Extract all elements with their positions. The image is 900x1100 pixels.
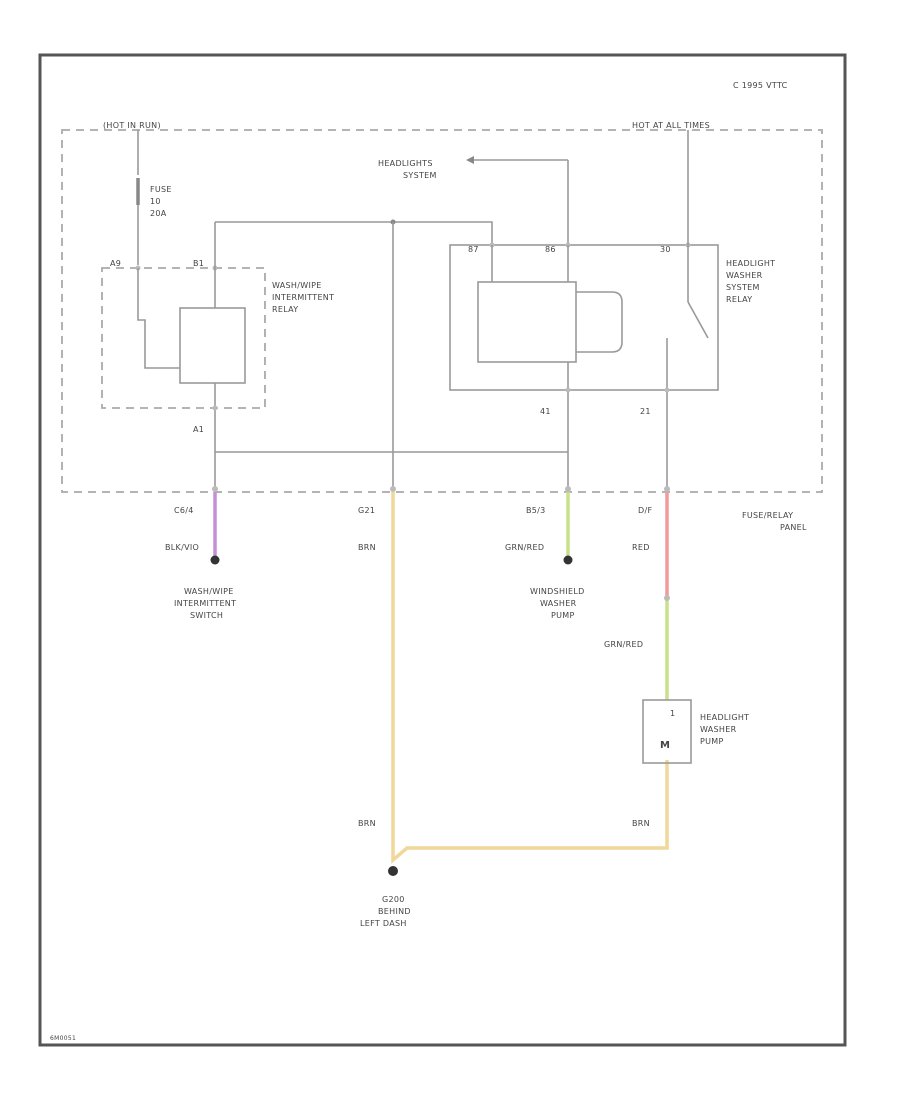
connector-label-c3: B5/3 xyxy=(526,506,546,515)
headlight-washer-pump-box xyxy=(642,699,692,764)
headlight-washer-relay-label-4: RELAY xyxy=(726,295,753,304)
headlight-washer-pump-label-1: HEADLIGHT xyxy=(700,713,749,722)
headlights-system-label-1: HEADLIGHTS xyxy=(378,159,433,168)
pin-label-21: 21 xyxy=(640,407,651,416)
top-bus-wire xyxy=(215,221,493,245)
wash-wipe-relay-coil xyxy=(179,307,246,384)
wash-wipe-switch-label-1: WASH/WIPE xyxy=(184,587,234,596)
pin-label-b1: B1 xyxy=(193,259,204,268)
pin-label-41: 41 xyxy=(540,407,551,416)
fuse-relay-panel-boundary xyxy=(61,129,823,493)
headlights-system-label-2: SYSTEM xyxy=(403,171,437,180)
wire-color-label-5: GRN/RED xyxy=(604,640,643,649)
connector-dot xyxy=(664,387,670,393)
wire-color-label-7: BRN xyxy=(632,819,650,828)
wash-wipe-relay-label-2: INTERMITTENT xyxy=(272,293,334,302)
wash-wipe-relay-boundary xyxy=(101,267,266,409)
fuse-label-number: 10 xyxy=(150,197,161,206)
wire-color-label-1: BLK/VIO xyxy=(165,543,199,552)
wash-wipe-switch-terminal xyxy=(210,555,220,565)
headlights-system-arrow xyxy=(466,156,474,164)
connector-dot xyxy=(212,486,218,492)
wire-brn-trunk xyxy=(391,492,669,864)
panel-label-2: PANEL xyxy=(780,523,807,532)
power-label-hot-in-run: (HOT IN RUN) xyxy=(103,121,161,130)
power-label-hot-at-all-times: HOT AT ALL TIMES xyxy=(632,121,710,130)
wash-wipe-switch-label-3: SWITCH xyxy=(190,611,223,620)
connector-label-c1: C6/4 xyxy=(174,506,194,515)
relay-switch-contact xyxy=(687,301,709,339)
connector-dot xyxy=(390,486,396,492)
ground-label-3: LEFT DASH xyxy=(360,919,407,928)
connector-dot xyxy=(664,486,670,492)
headlight-washer-pump-label-3: PUMP xyxy=(700,737,724,746)
diagram-frame xyxy=(38,53,847,1047)
windshield-washer-pump-label-1: WINDSHIELD xyxy=(530,587,585,596)
windshield-washer-pump-label-3: PUMP xyxy=(551,611,575,620)
pin-label-87: 87 xyxy=(468,245,479,254)
wash-wipe-relay-label-3: RELAY xyxy=(272,305,299,314)
wash-wipe-switch-label-2: INTERMITTENT xyxy=(174,599,236,608)
fuse-label-rating: 20A xyxy=(150,209,167,218)
headlight-washer-relay-core xyxy=(576,291,623,353)
copyright-label: C 1995 VTTC xyxy=(733,81,788,90)
headlight-washer-relay-coil xyxy=(477,281,577,363)
connector-label-c4: D/F xyxy=(638,506,652,515)
wire-color-label-2: BRN xyxy=(358,543,376,552)
fuse-label-name: FUSE xyxy=(150,185,172,194)
wash-wipe-relay-label-1: WASH/WIPE xyxy=(272,281,322,290)
ground-label-1: G200 xyxy=(382,895,405,904)
relay-internal-wire xyxy=(137,268,180,369)
connector-label-c2: G21 xyxy=(358,506,375,515)
headlight-washer-relay-label-2: WASHER xyxy=(726,271,763,280)
pin-label-a1: A1 xyxy=(193,425,204,434)
headlight-washer-pump-pin: 1 xyxy=(670,709,675,718)
windshield-washer-pump-terminal xyxy=(563,555,573,565)
connector-dot xyxy=(565,387,571,393)
pin-label-30: 30 xyxy=(660,245,671,254)
wire-color-label-3: GRN/RED xyxy=(505,543,544,552)
wire-color-label-6: BRN xyxy=(358,819,376,828)
headlight-washer-pump-motor-symbol: M xyxy=(660,740,670,751)
ground-label-2: BEHIND xyxy=(378,907,411,916)
headlight-washer-relay-label-1: HEADLIGHT xyxy=(726,259,775,268)
ground-point xyxy=(388,866,398,876)
windshield-washer-pump-label-2: WASHER xyxy=(540,599,577,608)
wire-color-label-4: RED xyxy=(632,543,650,552)
connector-dot xyxy=(212,405,218,411)
pin-label-a9: A9 xyxy=(110,259,121,268)
pin-label-86: 86 xyxy=(545,245,556,254)
panel-label-1: FUSE/RELAY xyxy=(742,511,793,520)
connector-dot xyxy=(565,486,571,492)
headlight-washer-relay-label-3: SYSTEM xyxy=(726,283,760,292)
inline-connector xyxy=(664,595,670,601)
figure-id: 6M0051 xyxy=(50,1035,76,1042)
headlight-washer-relay-box xyxy=(449,244,719,391)
headlight-washer-pump-label-2: WASHER xyxy=(700,725,737,734)
